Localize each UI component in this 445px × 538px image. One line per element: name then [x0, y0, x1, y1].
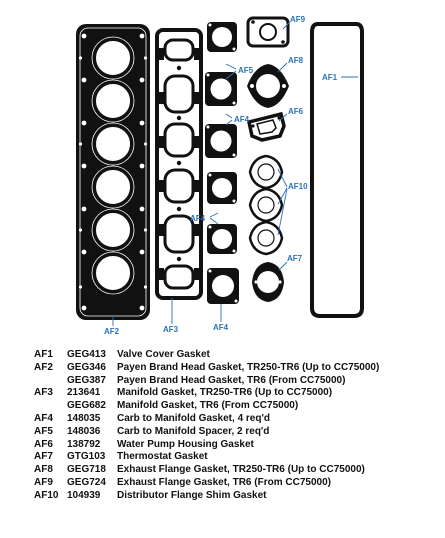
callout-af2: AF2: [104, 327, 120, 336]
parts-row: GEG682 Manifold Gasket, TR6 (From CC75000…: [34, 400, 379, 413]
parts-row: AF7 GTG103 Thermostat Gasket: [34, 451, 379, 464]
part-ref: [34, 400, 67, 413]
callout-af10: AF10: [288, 182, 308, 191]
part-description: Manifold Gasket, TR6 (From CC75000): [117, 400, 299, 412]
part-description: Carb to Manifold Gasket, 4 req'd: [117, 412, 270, 424]
part-ref: AF7: [34, 451, 53, 463]
parts-row: GEG387 Payen Brand Head Gasket, TR6 (From…: [34, 375, 379, 388]
part-number: 148036: [67, 425, 101, 437]
part-ref: AF4: [34, 412, 53, 424]
part-number: GEG724: [67, 476, 106, 488]
callout-af1: AF1: [322, 73, 338, 82]
part-description: Manifold Gasket, TR250-TR6 (Up to CC7500…: [117, 387, 333, 399]
part-description: Carb to Manifold Spacer, 2 req'd: [117, 425, 270, 437]
part-number: 213641: [67, 387, 101, 399]
parts-row: AF6 138792 Water Pump Housing Gasket: [34, 439, 379, 452]
callout-af3: AF3: [163, 325, 179, 334]
callout-af4-lower: AF4: [190, 214, 206, 223]
callout-af9: AF9: [290, 15, 306, 24]
thermostat-gasket: [252, 262, 284, 302]
parts-row: AF4 148035 Carb to Manifold Gasket, 4 req'…: [34, 413, 379, 426]
callout-leaders: [112, 21, 358, 326]
parts-row: AF2 GEG346 Payen Brand Head Gasket, TR250-…: [34, 362, 379, 375]
part-ref: AF8: [34, 464, 53, 476]
parts-row: AF8 GEG718 Exhaust Flange Gasket, TR250-TR…: [34, 464, 379, 477]
parts-row: AF9 GEG724 Exhaust Flange Gasket, TR6 (Fro…: [34, 477, 379, 490]
part-description: Water Pump Housing Gasket: [117, 438, 254, 450]
carb-gaskets: [205, 22, 239, 304]
part-description: Exhaust Flange Gasket, TR6 (From CC75000…: [117, 476, 331, 488]
part-number: GEG413: [67, 349, 106, 360]
part-description: Thermostat Gasket: [117, 451, 208, 463]
head-bolt-holes: [78, 33, 148, 311]
part-number: GTG103: [67, 451, 106, 463]
part-ref: AF6: [34, 438, 53, 450]
cylinder-bores: [94, 39, 132, 292]
water-pump-gasket: [246, 111, 286, 142]
callout-af7: AF7: [287, 254, 303, 263]
part-description: Payen Brand Head Gasket, TR6 (From CC750…: [117, 374, 346, 386]
part-number: GEG718: [67, 464, 106, 476]
part-ref: [34, 375, 67, 388]
callout-af4-bottom: AF4: [213, 323, 229, 332]
part-description: Exhaust Flange Gasket, TR250-TR6 (Up to …: [117, 464, 365, 476]
part-description: Distributor Flange Shim Gasket: [117, 489, 267, 501]
part-number: GEG346: [67, 361, 106, 373]
valve-cover-gasket: [310, 22, 364, 318]
part-ref: AF10: [34, 489, 59, 501]
part-number: 104939: [67, 489, 101, 501]
parts-row: AF10 104939 Distributor Flange Shim Gasket: [34, 490, 379, 503]
exhaust-flange-gasket-small: [246, 16, 290, 48]
part-ref: AF2: [34, 361, 53, 373]
gasket-set-diagram: AF1 AF2 AF3 AF4 AF4 AF4 AF5 AF6 AF7 AF8 …: [76, 15, 364, 336]
callout-af6: AF6: [288, 107, 304, 116]
callout-af4-middle: AF4: [234, 115, 250, 124]
part-description: Payen Brand Head Gasket, TR250-TR6 (Up t…: [117, 361, 380, 373]
part-ref: AF1: [34, 349, 53, 360]
manifold-gasket: [155, 28, 203, 300]
part-number: 148035: [67, 412, 101, 424]
part-number: GEG387: [67, 374, 106, 386]
parts-row: AF3 213641 Manifold Gasket, TR250-TR6 (Up …: [34, 387, 379, 400]
part-ref: AF9: [34, 476, 53, 488]
parts-row: AF5 148036 Carb to Manifold Spacer, 2 req'…: [34, 426, 379, 439]
manifold-ports: [163, 38, 195, 290]
part-number: 138792: [67, 438, 101, 450]
callout-af8: AF8: [288, 56, 304, 65]
parts-row: AF1 GEG413 Valve Cover Gasket: [34, 349, 379, 362]
part-ref: AF3: [34, 387, 53, 399]
part-ref: AF5: [34, 425, 53, 437]
callout-af5: AF5: [238, 66, 254, 75]
part-number: GEG682: [67, 400, 106, 412]
part-description: Valve Cover Gasket: [117, 349, 210, 360]
head-gasket: [76, 24, 150, 320]
exhaust-flange-gasket: [247, 64, 289, 108]
